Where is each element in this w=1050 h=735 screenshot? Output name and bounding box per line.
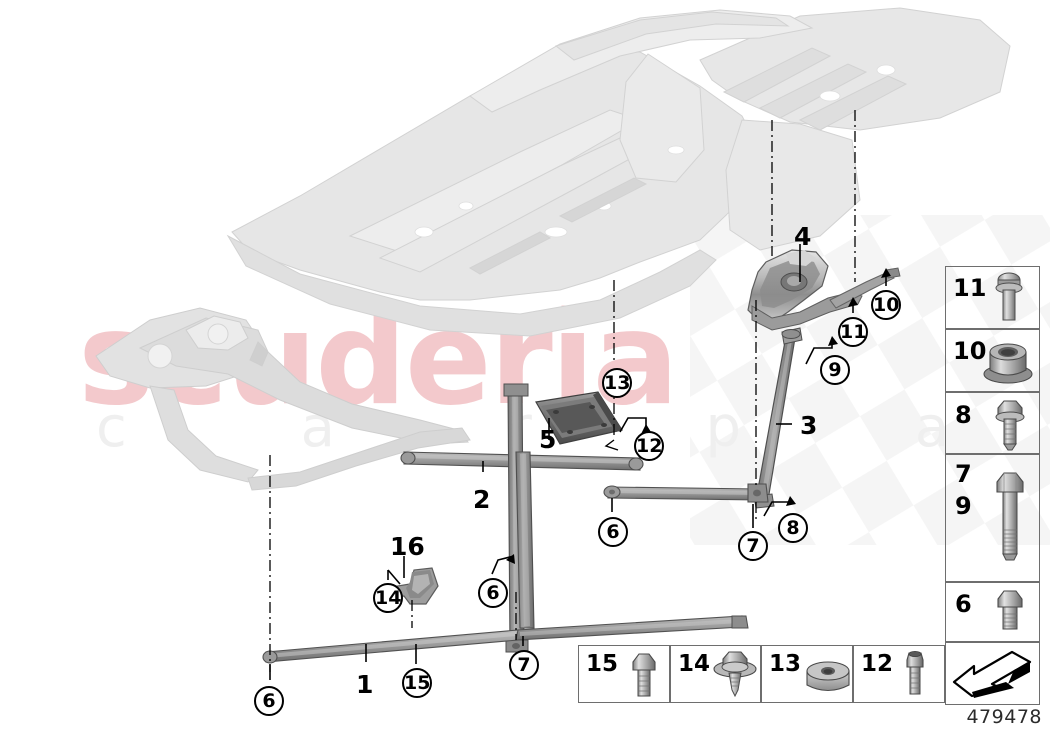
callout-14[interactable]: 14 [373,583,403,613]
legend-box-15[interactable] [578,645,670,703]
vertical-member-right-lower [515,451,535,629]
callout-7-right[interactable]: 7 [738,531,768,561]
legend-box-10[interactable] [945,329,1040,392]
diagram-part-number: 479478 [966,706,1042,728]
diagonal-strut-part3 [753,327,803,509]
legend-label-13: 13 [769,651,802,677]
legend-label-6: 6 [955,590,972,618]
direction-arrow-icon [952,650,1032,698]
legend-box-7-9[interactable] [945,454,1040,582]
washer-head-screw-icon [713,651,757,698]
legend-label-11: 11 [953,274,987,302]
legend-box-12[interactable] [853,645,945,703]
callout-11[interactable]: 11 [838,317,868,347]
label-5: 5 [539,425,557,454]
callout-15[interactable]: 15 [402,668,432,698]
legend-label-7: 7 [955,460,972,488]
legend-label-12: 12 [861,651,894,677]
hex-bolt-icon [632,653,656,697]
legend-label-15: 15 [586,651,619,677]
legend-box-14[interactable] [670,645,761,703]
legend-box-11[interactable] [945,266,1040,329]
vehicle-body-shell-outline [226,7,1011,337]
label-4: 4 [794,222,812,251]
callout-6-left[interactable]: 6 [254,686,284,716]
long-tie-rod-part1 [262,615,749,664]
callout-7-left[interactable]: 7 [509,650,539,680]
label-3: 3 [800,411,818,440]
legend-box-direction [945,642,1040,705]
legend-label-10: 10 [953,337,987,365]
long-hex-bolt-icon [996,472,1024,561]
callout-9[interactable]: 9 [820,355,850,385]
legend-box-13[interactable] [761,645,853,703]
flange-nut-icon [983,343,1033,384]
legend-label-8: 8 [955,401,972,429]
callout-8[interactable]: 8 [778,513,808,543]
legend-label-9: 9 [955,492,972,520]
legend-label-14: 14 [678,651,711,677]
engine-mount-bracket-part4 [747,249,901,331]
tie-bar-right [603,483,769,503]
callout-13[interactable]: 13 [602,368,632,398]
callout-10[interactable]: 10 [871,290,901,320]
legend-box-6[interactable] [945,582,1040,642]
callout-12[interactable]: 12 [634,431,664,461]
torx-bolt-icon [906,651,924,695]
legend-box-8[interactable] [945,392,1040,454]
centerlines [269,110,856,672]
label-16: 16 [390,532,425,561]
reinforcement-plate-part5 [535,391,623,445]
rubber-bushing-icon [806,661,850,692]
hex-flange-bolt-icon [995,400,1025,451]
label-2: 2 [473,485,491,514]
callout-6-mid[interactable]: 6 [478,578,508,608]
front-subframe-outline [95,307,471,491]
callout-6-center[interactable]: 6 [598,517,628,547]
short-hex-bolt-icon [997,590,1023,630]
flange-bolt-icon [995,272,1023,321]
label-1: 1 [356,670,374,699]
